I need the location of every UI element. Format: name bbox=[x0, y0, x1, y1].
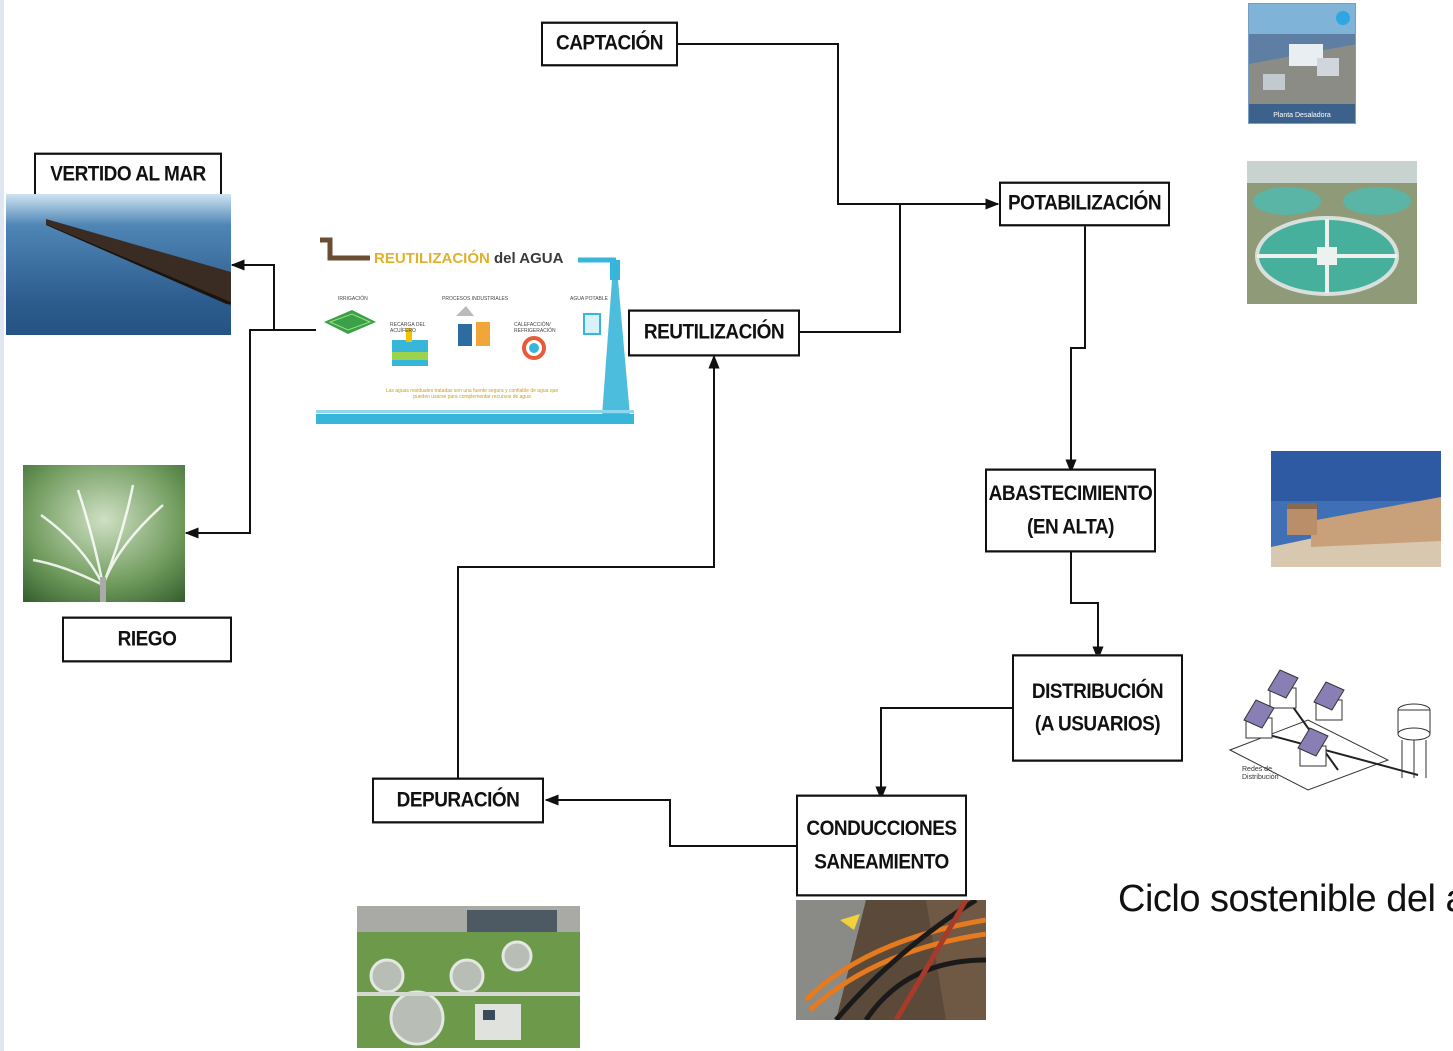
arrow-reuse-riego bbox=[184, 329, 274, 539]
node-distribucion-label-2: (A USUARIOS) bbox=[1034, 712, 1161, 736]
node-vertido-label: VERTIDO AL MAR bbox=[50, 162, 206, 187]
photo-water-reservoir bbox=[1271, 451, 1441, 567]
node-conducciones: CONDUCCIONES SANEAMIENTO bbox=[796, 794, 967, 897]
node-abastecimiento: ABASTECIMIENTO (EN ALTA) bbox=[985, 468, 1156, 553]
photo-sea-breakwater bbox=[6, 194, 231, 335]
node-depuracion-label: DEPURACIÓN bbox=[396, 788, 520, 813]
infographic-water-reuse: REUTILIZACIÓN del AGUA IRRIGACIÓN PROCES… bbox=[316, 236, 634, 428]
node-distribucion: DISTRIBUCIÓN (A USUARIOS) bbox=[1012, 654, 1183, 762]
photo-water-treatment-plant bbox=[1247, 161, 1417, 304]
node-abastecimiento-label-1: ABASTECIMIENTO bbox=[988, 482, 1153, 506]
infographic-label-irrigacion: IRRIGACIÓN bbox=[338, 296, 368, 302]
arrow-captacion-potabilizacion bbox=[678, 43, 1000, 210]
arrow-depuracion-reutilizacion bbox=[457, 354, 720, 780]
node-riego-label: RIEGO bbox=[117, 627, 177, 652]
photo-wastewater-plant bbox=[357, 906, 580, 1048]
infographic-title-b: del AGUA bbox=[494, 250, 564, 267]
node-conducciones-label-1: CONDUCCIONES bbox=[806, 817, 957, 841]
network-caption: Redes de Distribución bbox=[1242, 766, 1279, 782]
node-vertido-al-mar: VERTIDO AL MAR bbox=[34, 152, 222, 198]
node-distribucion-label-1: DISTRIBUCIÓN bbox=[1031, 679, 1164, 704]
page-title: Ciclo sostenible del a bbox=[1118, 878, 1453, 920]
left-edge-bar bbox=[0, 0, 4, 1051]
arrow-conducciones-depuracion bbox=[544, 794, 796, 847]
infographic-note: Las aguas residuales tratadas son una fu… bbox=[385, 388, 559, 400]
illustration-distribution-network: Redes de Distribución bbox=[1228, 660, 1436, 792]
arrow-reuse-vertido bbox=[230, 259, 316, 331]
arrow-reutilizacion-potabilizacion bbox=[800, 204, 901, 333]
arrow-distribucion-conducciones bbox=[875, 707, 1013, 801]
infographic-label-industria: PROCESOS INDUSTRIALES bbox=[442, 296, 509, 302]
node-captacion: CAPTACIÓN bbox=[541, 21, 678, 67]
photo-sewer-trench bbox=[796, 900, 986, 1020]
infographic-label-calefaccion: CALEFACCIÓN/ REFRIGERACIÓN bbox=[514, 322, 556, 334]
photo-irrigation-sprinkler bbox=[23, 465, 185, 602]
desalination-caption: Planta Desaladora bbox=[1273, 112, 1331, 119]
node-potabilizacion: POTABILIZACIÓN bbox=[999, 181, 1170, 227]
infographic-label-recarga: RECARGA DEL ACUÍFERO bbox=[390, 322, 426, 334]
node-reutilizacion-label: REUTILIZACIÓN bbox=[643, 320, 785, 345]
node-captacion-label: CAPTACIÓN bbox=[555, 31, 664, 56]
arrow-abastecimiento-distribucion bbox=[1070, 548, 1104, 661]
node-reutilizacion: REUTILIZACIÓN bbox=[628, 309, 800, 357]
node-potabilizacion-label: POTABILIZACIÓN bbox=[1007, 191, 1162, 216]
infographic-title-a: REUTILIZACIÓN bbox=[374, 250, 490, 267]
photo-desalination-plant: Planta Desaladora bbox=[1248, 3, 1356, 124]
node-depuracion: DEPURACIÓN bbox=[372, 777, 544, 824]
node-abastecimiento-label-2: (EN ALTA) bbox=[1027, 514, 1114, 539]
infographic-title: REUTILIZACIÓN del AGUA bbox=[374, 250, 563, 267]
node-conducciones-label-2: SANEAMIENTO bbox=[814, 849, 949, 874]
arrow-potabilizacion-abastecimiento bbox=[1065, 224, 1086, 474]
node-riego: RIEGO bbox=[62, 616, 232, 663]
infographic-label-agua-potable: AGUA POTABLE bbox=[570, 296, 608, 302]
